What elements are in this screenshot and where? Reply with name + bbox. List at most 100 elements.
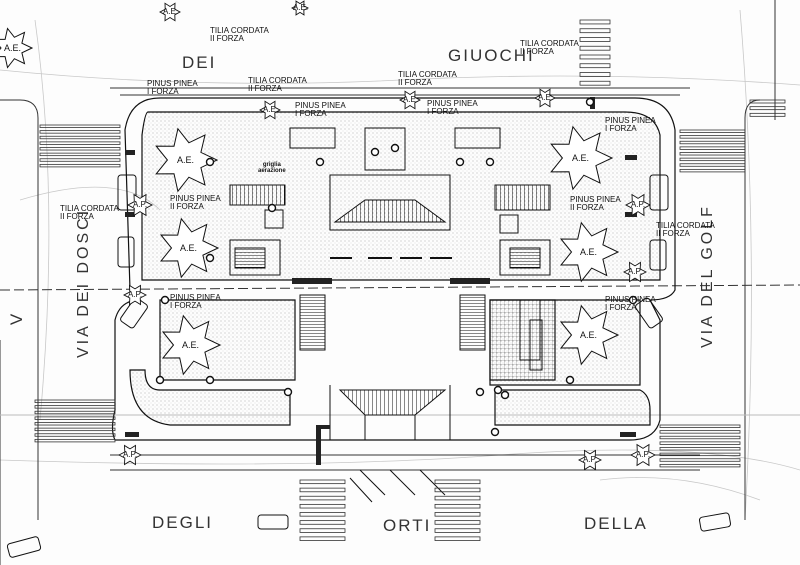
crosswalk-stripe <box>299 536 346 541</box>
crosswalk-stripe <box>34 399 116 403</box>
tree-canopy-ae <box>0 27 34 69</box>
parked-cars <box>6 174 732 558</box>
shrub <box>205 375 215 385</box>
tree-code-ap: A.P. <box>628 267 643 276</box>
crosswalk-stripe <box>34 427 116 432</box>
crosswalk-stripe <box>659 458 741 462</box>
tree-label: PINUS PINEA I FORZA <box>170 293 221 310</box>
crosswalk-stripe <box>34 433 116 437</box>
crosswalk-stripe <box>34 416 116 420</box>
crosswalk-stripe <box>679 135 746 139</box>
tree-code-ap: A.P. <box>123 450 138 459</box>
background-sketch <box>0 9 800 521</box>
tree-canopy-ae <box>559 221 620 283</box>
crosswalk-stripe <box>579 19 611 25</box>
crosswalk-stripe <box>679 157 746 162</box>
shrub <box>155 375 165 385</box>
crosswalk-stripe <box>34 438 116 443</box>
tree-code-ae: A.E. <box>163 7 179 16</box>
tree-code-ap: A.P. <box>128 290 143 299</box>
shrub <box>585 97 595 107</box>
tree-canopy-small <box>259 100 281 120</box>
crosswalk-stripe <box>659 447 741 451</box>
crosswalk-stripe <box>679 146 746 150</box>
tree-label: PINUS PINEA I FORZA <box>605 295 656 312</box>
large-trees <box>0 27 620 376</box>
street-label-via-dei-dosci: VIA DEI DOSCI <box>75 207 92 358</box>
crosswalk-stripe <box>434 495 481 501</box>
street-label-della: DELLA <box>584 514 648 533</box>
crosswalk-stripe <box>434 479 481 485</box>
crosswalk-stripe <box>579 37 611 42</box>
tree-label: TILIA CORDATA II FORZA <box>210 26 269 43</box>
tree-canopy-small <box>625 193 651 217</box>
crosswalk-stripe <box>34 422 116 426</box>
crosswalk-stripe <box>434 503 481 509</box>
tree-label: TILIA CORDATA II FORZA <box>398 70 457 87</box>
crosswalk-stripe <box>679 129 746 133</box>
crosswalk-stripe <box>434 528 481 533</box>
tree-code-ae: A.E. <box>538 93 554 102</box>
tree-label: PINUS PINEA I FORZA <box>605 116 656 133</box>
crosswalk-stripe <box>679 163 746 167</box>
crosswalk-stripe <box>679 152 746 156</box>
crosswalk-stripe <box>34 410 116 415</box>
shrub <box>565 375 575 385</box>
tree-canopy-small <box>623 261 647 283</box>
shrub <box>267 203 277 213</box>
street-label-dei: DEI <box>182 53 217 72</box>
tree-canopy-ae <box>550 125 614 191</box>
crosswalk-stripe <box>579 80 611 86</box>
crosswalk-stripe <box>39 147 121 151</box>
crosswalk-stripe <box>659 452 741 457</box>
street-label-fragment: V <box>7 311 27 326</box>
crosswalk-stripe <box>299 487 346 493</box>
crosswalk-stripe <box>579 72 611 77</box>
crosswalk-stripe <box>434 520 481 525</box>
street-label-giuochi: GIUOCHI <box>448 46 535 65</box>
crosswalk-stripe <box>39 130 121 134</box>
tree-label: PINUS PINEA II FORZA <box>570 195 621 212</box>
tree-label: PINUS PINEA II FORZA <box>170 194 221 211</box>
crosswalk-stripe <box>579 63 611 69</box>
crosswalk-stripe <box>299 512 346 517</box>
axis-line <box>0 284 800 291</box>
crosswalk-stripe <box>579 45 611 51</box>
shrub <box>205 253 215 263</box>
tree-code-ae: A.E. <box>572 153 590 163</box>
shrub <box>205 157 215 167</box>
crosswalk-stripe <box>749 106 786 111</box>
crosswalk-stripe <box>39 163 121 168</box>
tree-canopy-small <box>127 193 153 217</box>
tree-code-ap: A.P. <box>631 200 646 209</box>
tree-canopy-small <box>159 2 181 22</box>
benches <box>125 97 637 465</box>
tree-code-ap: A.P. <box>583 455 598 464</box>
central-structures <box>229 127 551 441</box>
crosswalk-stripe <box>434 512 481 517</box>
crosswalk-stripe <box>299 503 346 509</box>
crosswalk-stripe <box>434 536 481 541</box>
crosswalk-stripe <box>749 112 786 117</box>
tree-code-ae: A.E. <box>182 340 200 350</box>
crosswalk-stripe <box>579 54 611 60</box>
shrub <box>500 390 510 400</box>
shrub <box>475 387 485 397</box>
tree-canopy-ae <box>559 304 620 366</box>
shrub <box>490 427 500 437</box>
tree-code-ae: A.E. <box>580 247 598 257</box>
crosswalk-stripe <box>659 424 741 428</box>
crosswalk-stripe <box>659 441 741 445</box>
tree-canopy-ae <box>159 217 220 279</box>
tree-code-ae: A.E. <box>177 155 195 165</box>
shrub <box>493 385 503 395</box>
crosswalk-stripe <box>34 405 116 409</box>
crosswalk-stripe <box>299 520 346 525</box>
tree-code-ap: A.P. <box>133 200 148 209</box>
tree-code-ap: A.P. <box>636 450 651 459</box>
street-label-orti: ORTI <box>383 516 432 535</box>
tree-canopy-ae <box>155 127 219 193</box>
